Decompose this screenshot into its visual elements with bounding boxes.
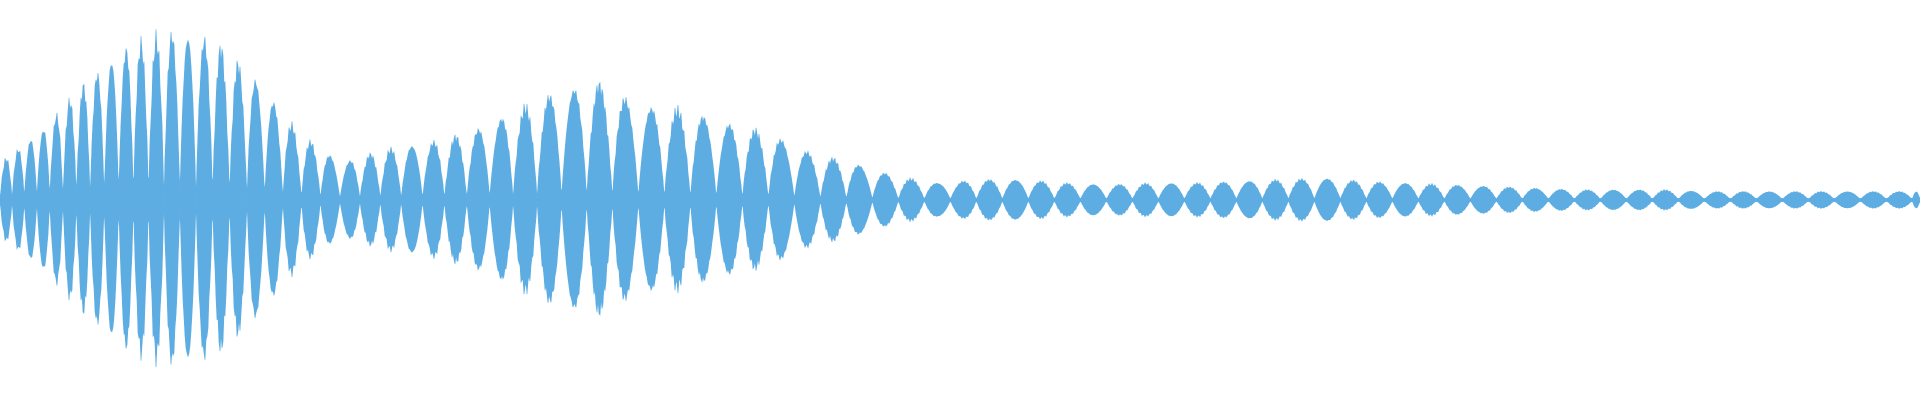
waveform-signal bbox=[0, 29, 1920, 368]
